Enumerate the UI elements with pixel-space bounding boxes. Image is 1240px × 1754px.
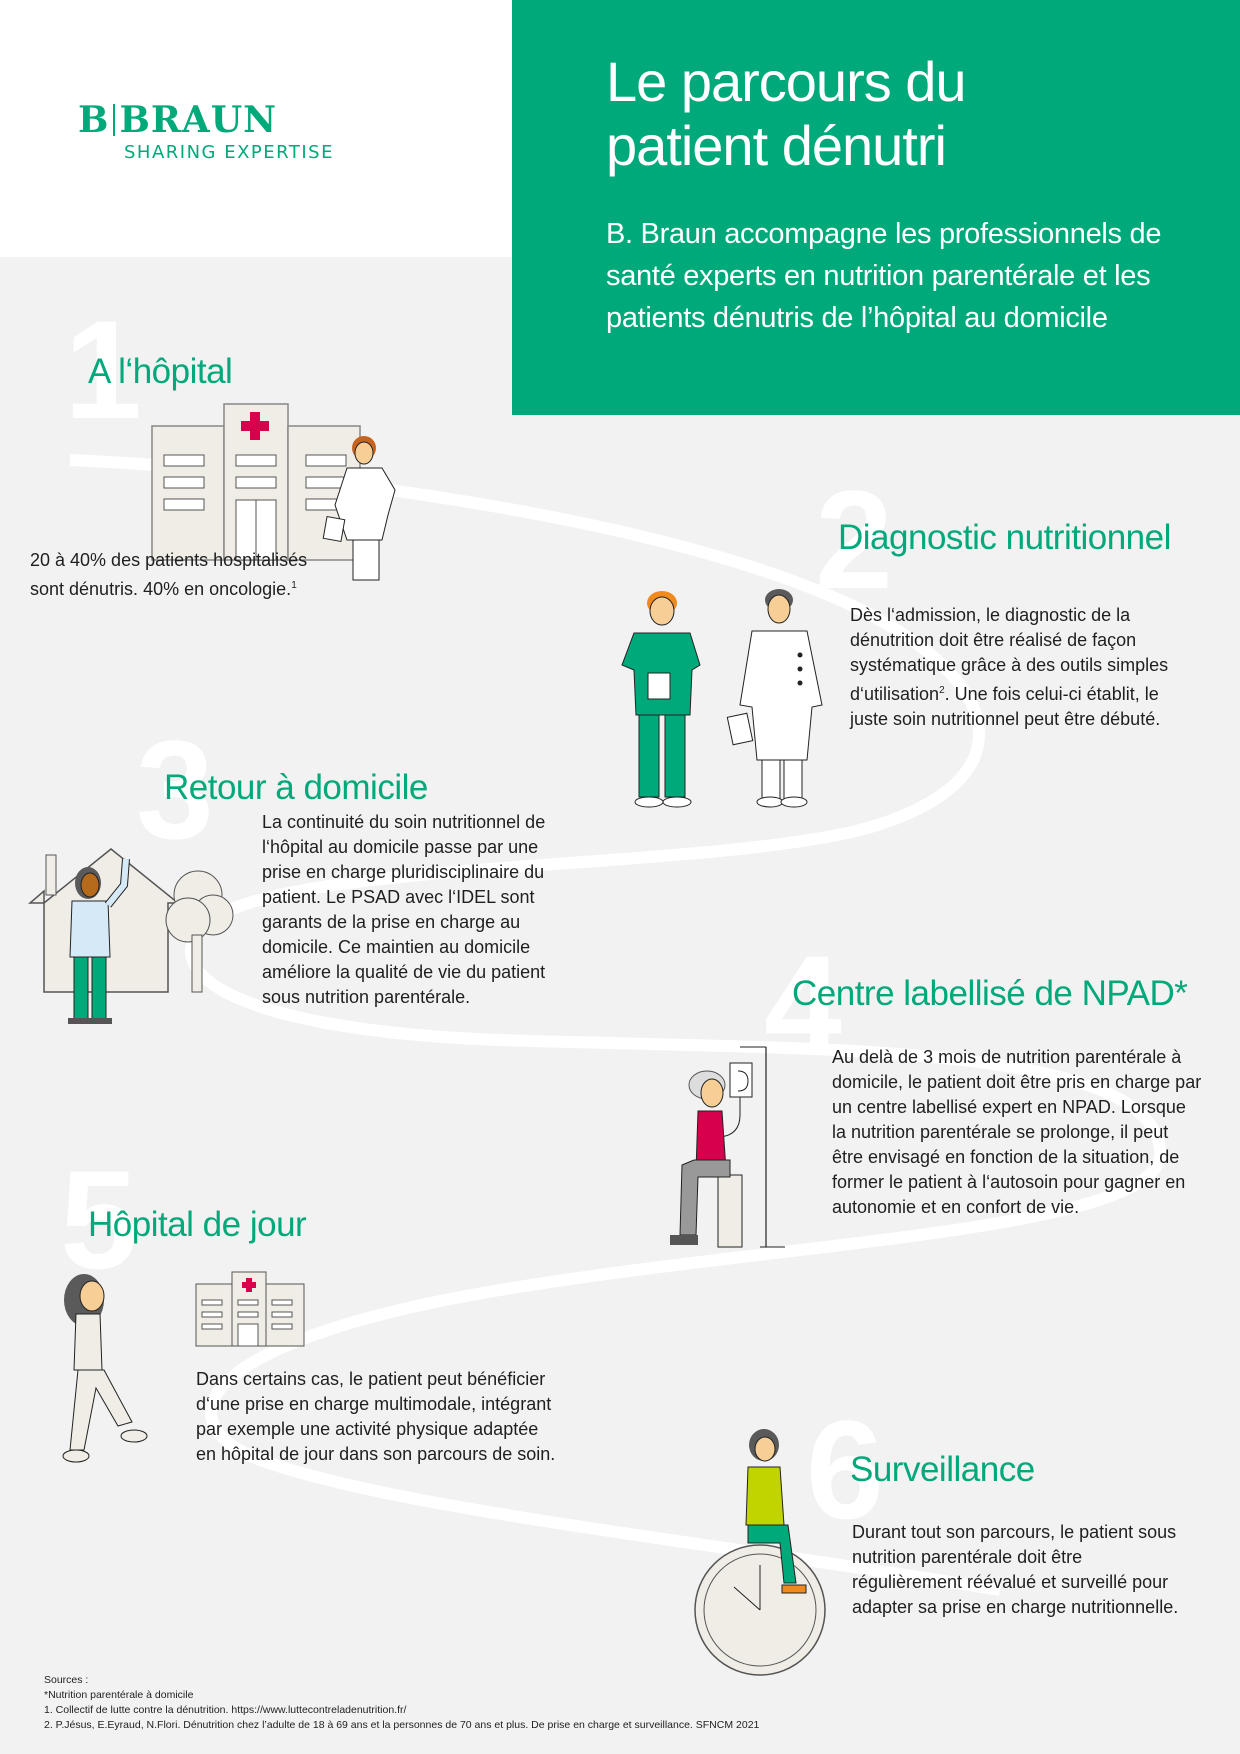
footnote-ref-1: 1 [291, 580, 297, 591]
step-number-4: 4 [764, 926, 842, 1083]
step-1-line-2: sont dénutris. 40% en oncologie. [30, 579, 292, 599]
step-text-2: Dès l‘admission, le diagnostic de la dén… [850, 603, 1180, 732]
sources-footnotes: Sources : *Nutrition parentérale à domic… [44, 1673, 759, 1733]
step-title-2: Diagnostic nutritionnel [838, 518, 1171, 557]
house-patient-illustration [28, 848, 234, 1024]
step-2-text-part-2: . Une fois celui-ci établit, le juste so… [850, 684, 1161, 729]
iv-drip-patient-illustration [670, 1046, 785, 1248]
small-hospital-illustration [195, 1271, 305, 1347]
title-line-2: patient dénutri [606, 114, 947, 177]
logo-name: BRAUN [119, 99, 278, 141]
hospital-doctor-illustration [151, 403, 396, 581]
patient-on-clock-illustration [694, 1429, 826, 1676]
logo-divider [113, 104, 116, 136]
step-title-4: Centre labellisé de NPAD* [792, 974, 1188, 1013]
step-text-6: Durant tout son parcours, le patient sou… [852, 1522, 1179, 1617]
step-text-1: 20 à 40% des patients hospitalisés sont … [30, 548, 307, 602]
step-1-line-1: 20 à 40% des patients hospitalisés [30, 550, 308, 570]
step-number-6: 6 [806, 1391, 884, 1548]
step-number-3: 3 [136, 711, 214, 868]
step-number-5: 5 [60, 1141, 138, 1298]
page-title: Le parcours du patient dénutri [606, 50, 967, 178]
hero-panel: Le parcours du patient dénutri B. Braun … [512, 0, 1240, 415]
footnote-ref-2: 2 [939, 685, 945, 696]
step-title-1: A l‘hôpital [88, 352, 233, 391]
step-title-6: Surveillance [850, 1450, 1035, 1489]
hero-subtitle: B. Braun accompagne les professionnels d… [606, 218, 1162, 334]
logo-b: B [78, 99, 110, 141]
step-2-text-part-1: Dès l‘admission, le diagnostic de la dén… [850, 605, 1169, 704]
title-line-1: Le parcours du [606, 50, 967, 113]
bbraun-logo: B BRAUN SHARING EXPERTISE [78, 100, 334, 163]
step-title-3: Retour à domicile [164, 768, 428, 807]
step-text-5: Dans certains cas, le patient peut bénéf… [196, 1369, 556, 1464]
step-number-2: 2 [815, 461, 893, 618]
source-line: *Nutrition parentérale à domicile [44, 1689, 194, 1701]
sources-heading: Sources : [44, 1674, 89, 1686]
walking-patient-illustration [62, 1274, 148, 1463]
logo-tagline: SHARING EXPERTISE [124, 142, 334, 163]
step-text-4: Au delà de 3 mois de nutrition parentéra… [832, 1047, 1202, 1217]
step-number-1: 1 [64, 291, 142, 448]
source-line: 2. P.Jésus, E.Eyraud, N.Flori. Dénutriti… [44, 1719, 760, 1731]
step-text-3: La continuité du soin nutritionnel de l‘… [262, 812, 546, 1007]
step-title-5: Hôpital de jour [88, 1205, 307, 1244]
source-line: 1. Collectif de lutte contre la dénutrit… [44, 1704, 407, 1716]
nurse-doctor-illustration [621, 589, 823, 808]
